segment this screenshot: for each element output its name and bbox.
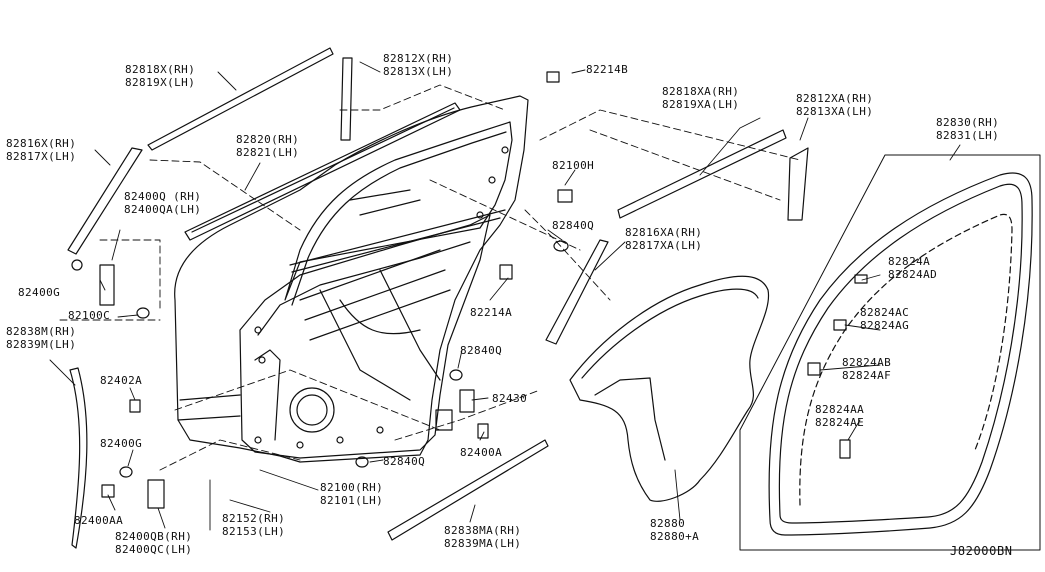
label-82840q-top: 82840Q [552, 219, 595, 232]
label-82214b: 82214B [586, 63, 629, 76]
label-82830: 82830(RH)82831(LH) [936, 116, 1000, 142]
label-82214a: 82214A [470, 306, 513, 319]
dashed-leaders [59, 84, 801, 471]
label-82400g-bot: 82400G [100, 437, 143, 450]
label-82400q: 82400Q (RH)82400QA(LH) [124, 190, 202, 216]
label-82818xa: 82818XA(RH)82819XA(LH) [662, 85, 740, 111]
label-82816x: 82816X(RH)82817X(LH) [6, 137, 77, 163]
door-seal-82830 [739, 154, 1041, 551]
label-82820: 82820(RH)82821(LH) [236, 133, 300, 159]
label-82400a: 82400A [460, 446, 503, 459]
label-82840q-mid: 82840Q [460, 344, 503, 357]
label-82812xa: 82812XA(RH)82813XA(LH) [796, 92, 874, 118]
label-82840q-bot: 82840Q [383, 455, 426, 468]
label-82100h: 82100H [552, 159, 595, 172]
label-82152: 82152(RH)82153(LH) [222, 512, 286, 538]
label-82100c: 82100C [68, 309, 111, 322]
door-shell [174, 95, 529, 463]
label-82812x: 82812X(RH)82813X(LH) [383, 52, 454, 78]
weatherstrip-82820 [184, 102, 461, 241]
molding-82816xa [545, 239, 609, 345]
label-82816xa: 82816XA(RH)82817XA(LH) [625, 226, 703, 252]
molding-82816x [67, 147, 143, 255]
diagram-reference-code: J82000BN [950, 544, 1013, 558]
label-82838ma: 82838MA(RH)82839MA(LH) [444, 524, 522, 550]
molding-82812xa [787, 147, 809, 221]
label-82430: 82430 [492, 392, 528, 405]
label-82400qb: 82400QB(RH)82400QC(LH) [115, 530, 193, 556]
molding-82818x [147, 47, 334, 151]
label-82402a: 82402A [100, 374, 143, 387]
label-82818x: 82818X(RH)82819X(LH) [125, 63, 196, 89]
molding-82818xa [617, 129, 787, 219]
label-82400aa: 82400AA [74, 514, 124, 527]
label-82100: 82100(RH)82101(LH) [320, 481, 384, 507]
molding-82838ma [387, 439, 549, 541]
label-82838m: 82838M(RH)82839M(LH) [6, 325, 77, 351]
molding-82812x [340, 57, 353, 141]
sealing-screen-82880 [569, 275, 770, 502]
label-82400g-top: 82400G [18, 286, 61, 299]
molding-82838m [69, 367, 88, 549]
solid-leaders [49, 61, 961, 531]
